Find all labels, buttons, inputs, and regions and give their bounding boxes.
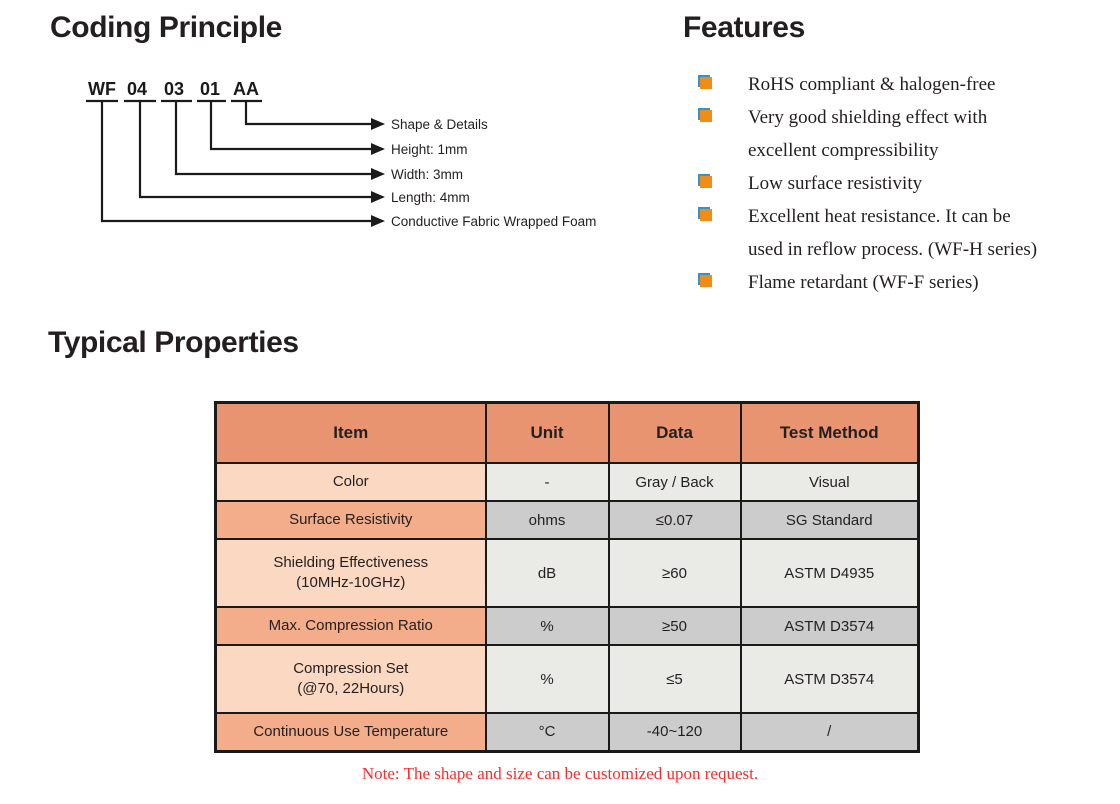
coding-principle-diagram: WF 04 03 01 AA	[0, 60, 680, 250]
cell-data: ≤0.07	[607, 500, 742, 540]
features-list: RoHS compliant & halogen-free Very good …	[694, 68, 1114, 299]
cell-unit: -	[484, 462, 610, 502]
cell-item: Surface Resistivity	[214, 500, 487, 540]
cell-data: ≤5	[607, 644, 742, 714]
cell-test-method: /	[739, 712, 920, 752]
feature-text-continued: excellent compressibility	[748, 140, 939, 161]
leader-label-height: Height: 1mm	[391, 142, 468, 157]
list-item: Very good shielding effect with excellen…	[694, 101, 1114, 167]
page-title-typical-properties: Typical Properties	[48, 326, 299, 359]
bullet-square-icon	[698, 174, 712, 188]
cell-data: ≥50	[607, 606, 742, 646]
list-item: Excellent heat resistance. It can be use…	[694, 200, 1114, 266]
bullet-square-icon	[698, 207, 712, 221]
cell-unit: %	[484, 644, 610, 714]
code-segment-prefix: WF	[88, 79, 116, 99]
leader-label-width: Width: 3mm	[391, 167, 464, 182]
bullet-square-icon	[698, 273, 712, 287]
page-title-coding-principle: Coding Principle	[50, 11, 282, 44]
bullet-square-icon	[698, 108, 712, 122]
typical-properties-table: Item Unit Data Test Method Color-Gray / …	[214, 401, 920, 753]
page-title-features: Features	[683, 11, 805, 44]
feature-text-continued: used in reflow process. (WF-H series)	[748, 239, 1038, 260]
cell-item: Continuous Use Temperature	[214, 712, 487, 752]
cell-test-method: Visual	[739, 462, 920, 502]
cell-item: Color	[214, 462, 487, 502]
feature-text: Excellent heat resistance. It can be	[748, 206, 1011, 227]
table-header-row: Item Unit Data Test Method	[214, 401, 920, 464]
cell-test-method: ASTM D4935	[739, 538, 920, 608]
list-item: Flame retardant (WF-F series)	[694, 266, 1114, 299]
table-note: Note: The shape and size can be customiz…	[361, 764, 759, 783]
feature-text: RoHS compliant & halogen-free	[748, 74, 996, 95]
cell-test-method: ASTM D3574	[739, 606, 920, 646]
cell-item: Max. Compression Ratio	[214, 606, 487, 646]
feature-text: Low surface resistivity	[748, 173, 923, 194]
bullet-square-icon	[698, 75, 712, 89]
leader-lines-svg	[86, 99, 385, 227]
cell-test-method: ASTM D3574	[739, 644, 920, 714]
list-item: Low surface resistivity	[694, 167, 1114, 200]
column-header-item: Item	[214, 401, 487, 464]
cell-data: -40~120	[607, 712, 742, 752]
leader-label-shape: Shape & Details	[391, 117, 488, 132]
table-row: Shielding Effectiveness(10MHz-10GHz)dB≥6…	[214, 538, 920, 608]
feature-text: Flame retardant (WF-F series)	[748, 272, 979, 293]
column-header-unit: Unit	[484, 401, 610, 464]
column-header-data: Data	[607, 401, 742, 464]
cell-unit: ohms	[484, 500, 610, 540]
code-segment-width: 03	[164, 79, 185, 99]
table-row: Continuous Use Temperature°C-40~120/	[214, 712, 920, 752]
cell-data: Gray / Back	[607, 462, 742, 502]
cell-test-method: SG Standard	[739, 500, 920, 540]
cell-unit: %	[484, 606, 610, 646]
cell-data: ≥60	[607, 538, 742, 608]
cell-item: Compression Set(@70, 22Hours)	[214, 644, 487, 714]
code-segment-shape: AA	[233, 79, 259, 99]
code-segment-height: 01	[200, 79, 221, 99]
leader-label-material: Conductive Fabric Wrapped Foam	[391, 214, 597, 229]
column-header-test-method: Test Method	[739, 401, 920, 464]
cell-item: Shielding Effectiveness(10MHz-10GHz)	[214, 538, 487, 608]
code-segment-length: 04	[127, 79, 148, 99]
cell-unit: °C	[484, 712, 610, 752]
list-item: RoHS compliant & halogen-free	[694, 68, 1114, 101]
cell-unit: dB	[484, 538, 610, 608]
leader-label-length: Length: 4mm	[391, 190, 470, 205]
feature-text: Very good shielding effect with	[748, 107, 988, 128]
